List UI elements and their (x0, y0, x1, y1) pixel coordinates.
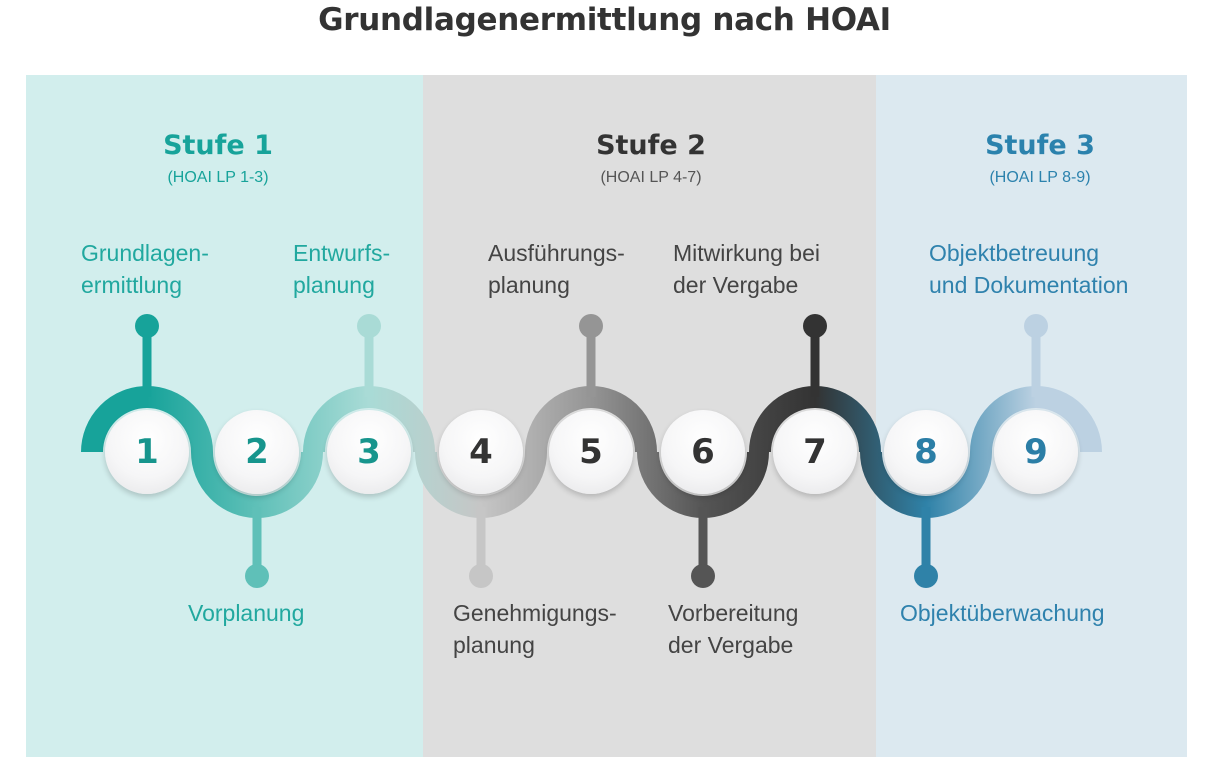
stage-heading: Stufe 1 (163, 130, 273, 161)
step-label: Objektüberwachung (900, 600, 1105, 626)
step-label: Objektbetreuung und Dokumentation (929, 240, 1129, 298)
connector-dot (803, 314, 827, 338)
step-label: Mitwirkung bei der Vergabe (673, 240, 820, 298)
connector-dot (469, 564, 493, 588)
step-label: Vorplanung (188, 600, 305, 626)
step-number-circle: 1 (105, 410, 189, 494)
step-number-circle: 6 (661, 410, 745, 494)
stage-heading: Stufe 2 (596, 130, 706, 161)
connector-dot (579, 314, 603, 338)
stage-1-header: Stufe 1 (HOAI LP 1-3) (68, 128, 368, 190)
stage-subtitle: (HOAI LP 8-9) (989, 169, 1091, 186)
stage-subtitle: (HOAI LP 4-7) (600, 169, 702, 186)
connector-dot (914, 564, 938, 588)
step-number-circle: 7 (773, 410, 857, 494)
step-number-circle: 5 (549, 410, 633, 494)
stage-3-header: Stufe 3 (HOAI LP 8-9) (890, 128, 1190, 190)
step-label: Grundlagen- ermittlung (81, 240, 209, 298)
step-number-circle: 9 (994, 410, 1078, 494)
stage-heading: Stufe 3 (985, 130, 1095, 161)
stage-subtitle: (HOAI LP 1-3) (167, 169, 269, 186)
step-number-circle: 2 (215, 410, 299, 494)
page-title: Grundlagenermittlung nach HOAI (318, 2, 891, 38)
step-number-circle: 4 (439, 410, 523, 494)
step-label: Vorbereitung der Vergabe (668, 600, 799, 658)
connector-dot (1024, 314, 1048, 338)
step-number-circle: 8 (884, 410, 968, 494)
connector-dot (691, 564, 715, 588)
stage-2-header: Stufe 2 (HOAI LP 4-7) (501, 128, 801, 190)
step-label: Entwurfs- planung (293, 240, 391, 298)
step-label: Ausführungs- planung (488, 240, 625, 298)
step-number-circle: 3 (327, 410, 411, 494)
connector-dot (357, 314, 381, 338)
connector-dot (245, 564, 269, 588)
connector-dot (135, 314, 159, 338)
step-label: Genehmigungs- planung (453, 600, 617, 658)
